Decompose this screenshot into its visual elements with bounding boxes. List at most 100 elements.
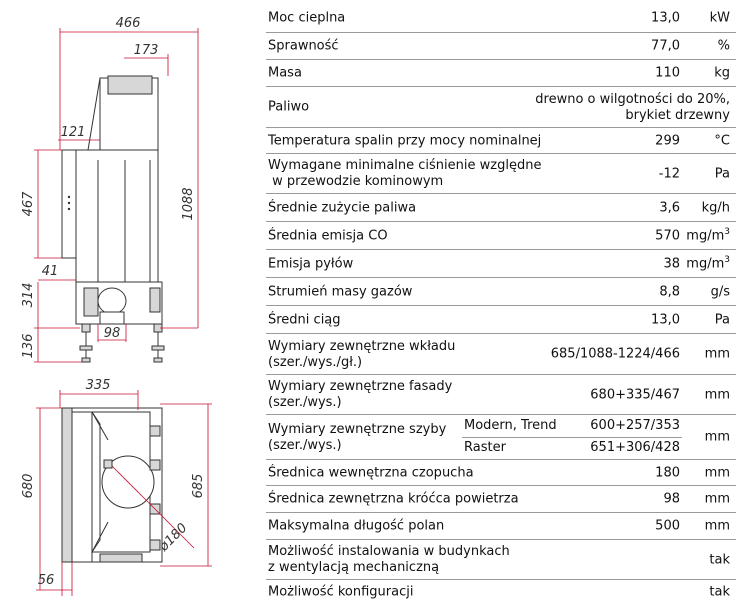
dim-foot-height: 136 [21,334,36,359]
spec-value: 680+335/467 [590,387,680,402]
spec-label-line2: z wentylacją mechaniczną [268,560,440,575]
flue-outlet [107,75,153,95]
spec-unit: kW [709,10,730,26]
spec-label: Temperatura spalin przy mocy nominalnej [268,133,542,148]
spec-value: 180 [655,465,680,480]
spec-value: 570 [655,228,680,243]
spec-row: Strumień masy gazów 8,8 g/s [266,278,736,306]
control-panel [83,287,99,317]
specification-table: Moc cieplna 13,0 kW Sprawność 77,0 % Mas… [266,4,736,604]
dim-depth-left: 680 [21,474,36,499]
spec-unit: g/s [710,284,730,299]
spec-label-line1: Wymiary zewnętrzne wkładu [268,339,456,354]
spec-value-line1: drewno o wilgotności do 20%, [535,92,730,107]
spec-row: Średnica zewnętrzna króćca powietrza 98 … [266,486,736,513]
spec-value: 299 [655,133,680,148]
spec-unit: tak [709,584,730,600]
spec-value: 38 [663,256,680,271]
dim-depth-right: 685 [191,474,206,499]
firebox [75,149,159,283]
spec-label-line1: Wymiary zewnętrzne szyby [268,422,447,437]
spec-row: Wymiary zewnętrzne szyby (szer./wys.) Mo… [266,415,736,460]
spec-label: Średnie zużycie paliwa [268,200,417,215]
spec-unit: mm [704,429,730,445]
spec-row: Średnica wewnętrzna czopucha 180 mm [266,460,736,486]
spec-label: Średnica wewnętrzna czopucha [268,465,474,480]
side-elevation-view: 466 173 121 467 1088 41 314 98 136 [21,16,199,363]
spec-label-line2: (szer./wys.) [268,395,342,410]
spec-value: 77,0 [651,38,680,54]
spec-row: Moc cieplna 13,0 kW [266,4,736,33]
spec-unit: mm [704,346,730,362]
spec-row: Wymiary zewnętrzne fasady (szer./wys.) 6… [266,375,736,415]
spec-label-line1: Możliwość instalowania w budynkach [268,544,510,559]
dim-bottom-offset: 56 [38,573,55,588]
spec-label: Możliwość konfiguracji [268,584,414,600]
spec-row: Średnie zużycie paliwa 3,6 kg/h [266,194,736,222]
spec-label: Średni ciąg [268,312,341,327]
spec-row: Masa 110 kg [266,60,736,87]
glass-variant-label: Raster [464,440,506,455]
spec-value: 500 [655,518,680,534]
spec-label: Masa [268,65,302,81]
spec-row: Paliwo drewno o wilgotności do 20%, bryk… [266,87,736,128]
spec-row: Możliwość instalowania w budynkach z wen… [266,540,736,580]
spec-value: -12 [658,166,680,181]
spec-value: 13,0 [651,10,680,26]
spec-row: Sprawność 77,0 % [266,33,736,60]
spec-label-line2: (szer./wys./gł.) [268,355,363,370]
spec-unit: Pa [714,166,730,181]
spec-value-line2: brykiet drzewny [625,108,730,123]
spec-value: 8,8 [659,284,680,299]
glass-variant-value: 651+306/428 [590,440,680,455]
technical-drawing: 466 173 121 467 1088 41 314 98 136 [21,16,212,596]
spec-value: 98 [663,491,680,507]
dim-top-width: 335 [86,378,111,393]
spec-row: Możliwość konfiguracji tak [266,580,736,604]
air-inlet [97,287,127,315]
dim-height-lower: 314 [21,283,36,308]
spec-row: Emisja pyłów 38 mg/m3 [266,250,736,278]
spec-label-line2: (szer./wys.) [268,438,342,453]
glass-variant-value: 600+257/353 [590,418,680,433]
dim-small-gap: 41 [42,264,59,279]
spec-unit: Pa [714,312,730,327]
spec-label: Strumień masy gazów [268,284,413,299]
spec-unit: kg [714,65,730,81]
spec-row: Temperatura spalin przy mocy nominalnej … [266,128,736,154]
spec-row: Maksymalna długość polan 500 mm [266,513,736,540]
spec-label-line1: Wymagane minimalne ciśnienie względne [268,158,542,173]
spec-label: Sprawność [268,38,339,54]
spec-value: 110 [655,65,680,81]
dim-side-offset: 121 [61,125,86,140]
dim-height-total: 1088 [181,187,196,220]
dim-air-inlet: 98 [104,326,121,341]
spec-row: Średnia emisja CO 570 mg/m3 [266,222,736,250]
plan-view: 335 680 685 ø180 56 [21,378,212,596]
spec-row: Średni ciąg 13,0 Pa [266,306,736,334]
spec-label: Emisja pyłów [268,256,354,271]
spec-label-line1: Wymiary zewnętrzne fasady [268,379,453,394]
spec-value: 3,6 [659,200,680,215]
spec-label-line2: w przewodzie kominowym [268,174,444,189]
spec-label: Średnia emisja CO [268,228,388,243]
dim-height-upper: 467 [21,191,36,217]
upper-taper [87,77,101,151]
glass-variant-label: Modern, Trend [464,418,557,433]
spec-label: Paliwo [268,99,310,115]
spec-unit: mg/m3 [686,226,730,243]
spec-label: Maksymalna długość polan [268,518,445,534]
spec-value: 685/1088-1224/466 [550,346,680,362]
spec-value: 13,0 [651,312,680,327]
spec-unit: mm [704,491,730,507]
spec-row: Wymagane minimalne ciśnienie względne w … [266,154,736,194]
spec-unit: mm [704,465,730,480]
spec-unit: tak [709,552,730,567]
spec-unit: kg/h [701,200,730,215]
spec-unit: mm [704,518,730,534]
spec-unit: mm [704,387,730,402]
spec-unit: °C [714,133,730,148]
spec-label: Moc cieplna [268,10,346,26]
spec-label: Średnica zewnętrzna króćca powietrza [268,491,519,507]
spec-unit: mg/m3 [686,254,730,271]
